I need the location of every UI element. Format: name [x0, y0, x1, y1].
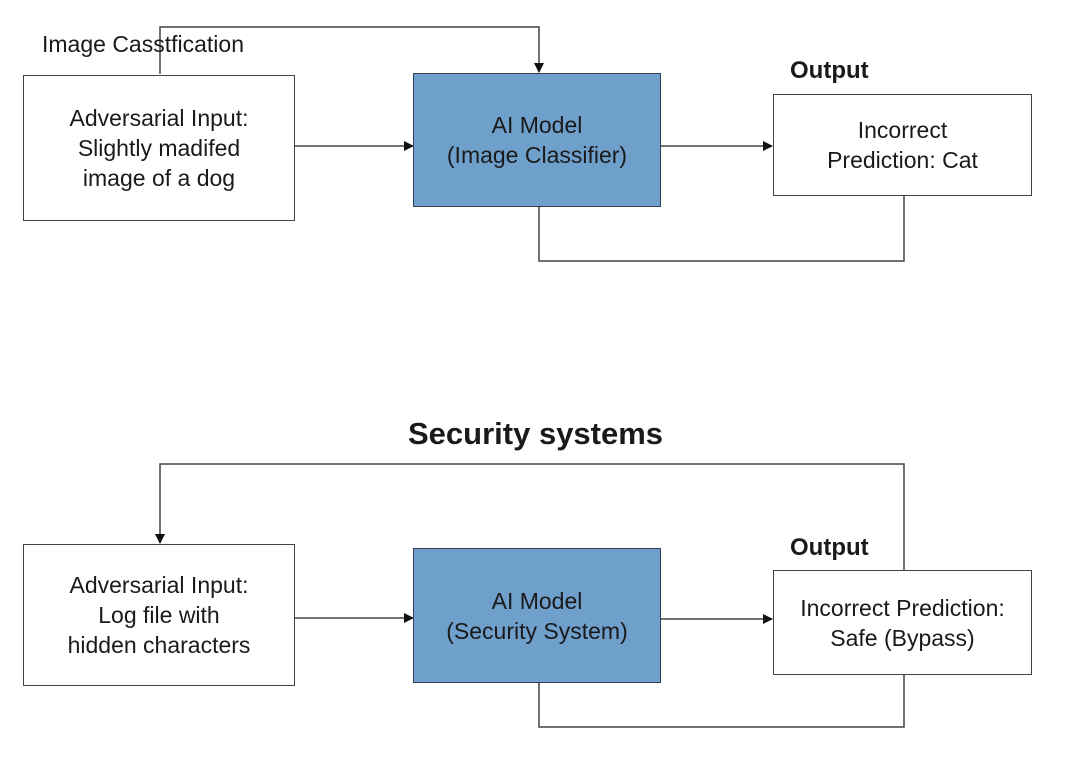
diagram-title-security-systems: Security systems [408, 416, 664, 451]
adversarial-input-box-2: Adversarial Input: Log file with hidden … [23, 544, 295, 686]
feedback-arrow-top [159, 26, 544, 74]
output-box-2: Incorrect Prediction: Safe (Bypass) [773, 570, 1032, 675]
ai-model-box-2: AI Model (Security System) [413, 548, 661, 683]
output-label: Output [790, 57, 869, 84]
loop-model-output [538, 195, 905, 262]
ai-model-box: AI Model (Image Classifier) [413, 73, 661, 207]
output-label-2: Output [790, 534, 869, 561]
feedback-arrow-top-2 [155, 463, 905, 570]
adversarial-input-box: Adversarial Input: Slightly madifed imag… [23, 75, 295, 221]
output-box: Incorrect Prediction: Cat [773, 94, 1032, 196]
diagram-title-image-classification: Image Casstfication [42, 31, 244, 57]
loop-model-output-2 [538, 674, 905, 728]
